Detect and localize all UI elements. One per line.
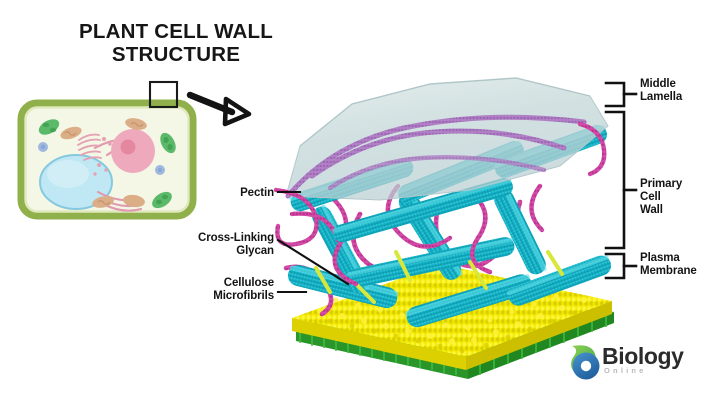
title-line-1: PLANT CELL WALL: [79, 20, 273, 43]
magnification-arrow: [186, 91, 252, 127]
thylakoid-detail: [42, 122, 173, 205]
vesicles: [93, 136, 112, 176]
membrane-head-edge-right: [466, 301, 612, 370]
biology-online-logo[interactable]: Biology Online: [566, 341, 708, 387]
microfibril: [508, 255, 612, 306]
label-pectin-text: Pectin: [240, 187, 274, 199]
page-title: PLANT CELL WALL STRUCTURE: [60, 20, 292, 66]
plant-cell-illustration: [17, 99, 197, 220]
bracket-plasma-membrane: [604, 252, 638, 280]
leader-glycan: [276, 238, 350, 286]
granules: [38, 142, 165, 175]
cell-wall-3d-structure: [273, 77, 614, 379]
cristae: [64, 122, 144, 205]
label-primary-wall-line-1: Primary: [640, 178, 683, 190]
vacuole-highlight: [47, 160, 89, 188]
cell-organelles: [38, 118, 176, 212]
bracket-primary-cell-wall: [604, 110, 638, 250]
label-microfibrils-line-2: Microfibrils: [213, 289, 274, 302]
pectin-strands: [285, 114, 587, 199]
label-cross-linking-glycan: Cross-Linking Glycan: [158, 232, 274, 258]
label-middle-lamella: Middle Lamella: [640, 78, 714, 104]
membrane-edge-front-left: [296, 330, 468, 379]
label-plasma-membrane: Plasma Membrane: [640, 252, 716, 278]
logo-inner-dot: [580, 360, 592, 372]
middle-lamella-sheet: [285, 77, 609, 201]
pectin-strands-under-sheet: [327, 155, 547, 191]
nucleolus: [120, 139, 136, 155]
label-middle-lamella-line-1: Middle: [640, 78, 676, 90]
magnification-box: [148, 80, 179, 109]
label-middle-lamella-line-2: Lamella: [640, 90, 683, 103]
microfibril: [494, 189, 546, 275]
label-plasma-membrane-line-1: Plasma: [640, 252, 680, 264]
label-glycan-line-2: Glycan: [236, 244, 274, 257]
label-primary-cell-wall: Primary Cell Wall: [640, 178, 714, 217]
right-brackets: [604, 81, 638, 280]
biology-online-logo-mark: [571, 345, 600, 380]
membrane-anchor-accents: [314, 250, 564, 304]
bracket-middle-lamella: [604, 81, 638, 108]
glycan-strand-right-edge: [577, 121, 607, 177]
middle-lamella-fold: [299, 77, 591, 147]
membrane-head-shadow-beads: [327, 310, 577, 354]
microfibril: [406, 274, 532, 328]
label-primary-wall-line-2: Cell: [640, 190, 661, 203]
glycan-strands-mid: [289, 183, 545, 287]
logo-wordmark: Biology: [602, 343, 684, 369]
label-primary-wall-line-3: Wall: [640, 203, 663, 216]
membrane-head-edge-left: [292, 318, 466, 370]
label-pectin: Pectin: [196, 187, 274, 200]
label-microfibrils-line-1: Cellulose: [223, 277, 274, 289]
label-cellulose-microfibrils: Cellulose Microfibrils: [158, 277, 274, 303]
leader-lines: [276, 190, 350, 294]
plasma-membrane-inner-line: [24, 106, 190, 213]
label-glycan-line-1: Cross-Linking: [197, 232, 274, 244]
label-plasma-membrane-line-2: Membrane: [640, 264, 697, 277]
title-line-2: STRUCTURE: [111, 43, 241, 67]
golgi-apparatus: [77, 133, 102, 161]
logo-subtitle: Online: [604, 366, 647, 375]
